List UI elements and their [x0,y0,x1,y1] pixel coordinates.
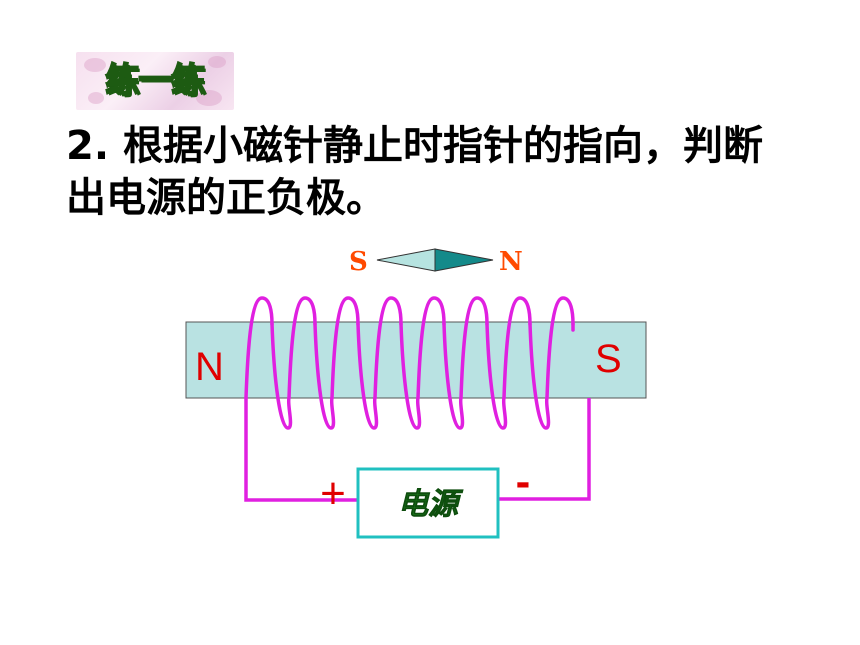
coil-front-arc [416,296,446,400]
compass-north-half [434,248,494,272]
core-right-pole-label: S [595,337,622,381]
coil-front-arc [287,296,317,400]
coil-back-arc [356,322,379,430]
coil-front-arc [502,296,532,400]
compass-north-label: N [499,247,523,277]
power-supply-box [356,467,500,539]
coil-front-arc [330,296,360,400]
plus-terminal-label: + [320,469,346,518]
compass-south-label: S [349,247,368,277]
power-supply-label: 电源 [398,487,464,522]
coil-front-arc [459,296,489,400]
practice-badge-text: 练一练 [105,60,207,102]
minus-terminal-label: - [516,457,531,506]
wire-right [498,398,591,501]
coil-back-arc [399,322,422,430]
iron-core [185,321,647,399]
compass-needle [376,248,494,272]
coil-front-turns [244,296,575,430]
coil-back-arc [528,322,551,430]
practice-badge: 练一练 [76,52,234,110]
coil-back-arc [485,322,508,430]
coil-front-arc [373,296,403,400]
coil-back-arc [270,322,293,430]
wire-left [244,398,358,502]
coil-back-arc [442,322,465,430]
coil-back-arc [313,322,336,430]
compass-south-half [376,248,436,272]
question-text: 2. 根据小磁针静止时指针的指向，判断出电源的正负极。 [66,123,763,221]
coil-front-arc [545,296,575,400]
coil-front-arc [244,296,274,400]
core-left-pole-label: N [195,345,224,389]
